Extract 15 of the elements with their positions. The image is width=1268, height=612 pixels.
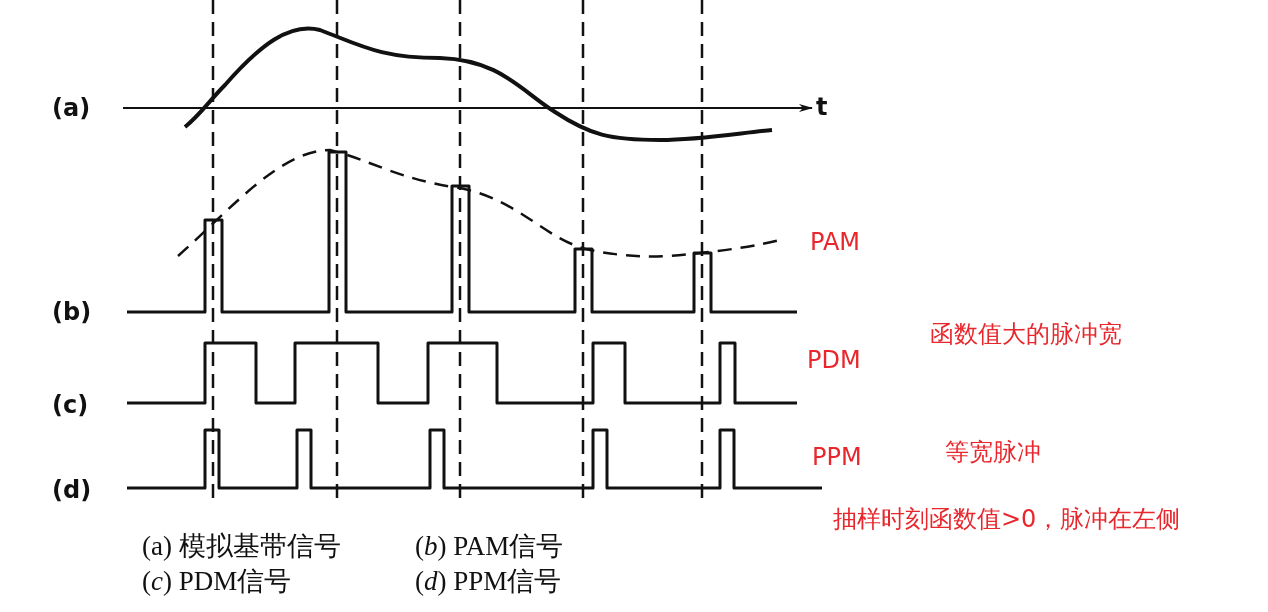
handwritten-note: 函数值大的脉冲宽 — [930, 322, 1122, 346]
handwritten-note: PAM — [810, 230, 861, 254]
axis-label: t — [816, 95, 828, 119]
handwritten-note: PPM — [812, 445, 862, 469]
handwritten-note: 抽样时刻函数值>0，脉冲在左侧 — [833, 507, 1181, 531]
caption-text: (b) PAM信号 — [415, 533, 564, 560]
caption-text: (a) 模拟基带信号 — [142, 533, 341, 560]
handwritten-note: PDM — [807, 348, 861, 372]
row-label: (a) — [52, 96, 91, 120]
caption-text: (d) PPM信号 — [415, 568, 562, 595]
row-label: (b) — [52, 300, 92, 324]
row-label: (c) — [52, 393, 89, 417]
handwritten-note: 等宽脉冲 — [945, 440, 1041, 464]
row-label: (d) — [52, 478, 92, 502]
caption-text: (c) PDM信号 — [142, 568, 292, 595]
